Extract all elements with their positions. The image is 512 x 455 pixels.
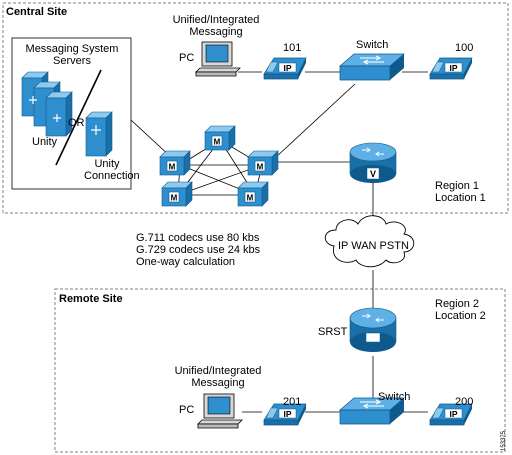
cm-server-icon bbox=[161, 181, 193, 207]
ip-phone-icon bbox=[263, 57, 307, 80]
switch-label: Switch bbox=[356, 39, 389, 51]
wan-cloud-icon bbox=[324, 215, 415, 268]
cm-server-icon bbox=[159, 150, 191, 176]
srst-label: SRST bbox=[318, 326, 348, 338]
unity-connection-server-icon bbox=[85, 111, 113, 157]
remote-switch-label: Switch bbox=[378, 391, 411, 403]
switch-icon bbox=[339, 53, 405, 81]
phone-101-label: 101 bbox=[283, 42, 302, 54]
srst-router-icon bbox=[349, 307, 397, 352]
pc-label: PC bbox=[179, 52, 195, 64]
cm-server-icon bbox=[204, 125, 236, 151]
phone-100-label: 100 bbox=[455, 42, 474, 54]
phone-201-label: 201 bbox=[283, 396, 302, 408]
central-site-boundary bbox=[2, 2, 509, 214]
remote-pc-label: PC bbox=[179, 404, 195, 416]
or-label: OR bbox=[68, 117, 85, 129]
ip-phone-icon bbox=[429, 57, 473, 80]
unity-server-icon bbox=[21, 71, 73, 137]
pc-icon bbox=[195, 41, 241, 77]
remote-site-title: Remote Site bbox=[59, 293, 123, 305]
cm-server-icon bbox=[247, 150, 279, 176]
pc-icon bbox=[197, 393, 243, 429]
phone-200-label: 200 bbox=[455, 396, 474, 408]
or-divider bbox=[55, 69, 102, 166]
figure-id: 153375 bbox=[501, 430, 507, 451]
svg-text:V: V bbox=[370, 169, 376, 179]
unity-label: Unity bbox=[32, 136, 58, 148]
link-switch-cluster bbox=[274, 83, 356, 159]
central-site-title: Central Site bbox=[6, 6, 68, 18]
remote-site-boundary bbox=[54, 288, 506, 453]
wan-cloud-label: IP WAN PSTN bbox=[338, 240, 409, 252]
voice-router-icon: V bbox=[349, 142, 397, 183]
cm-server-icon bbox=[237, 181, 269, 207]
